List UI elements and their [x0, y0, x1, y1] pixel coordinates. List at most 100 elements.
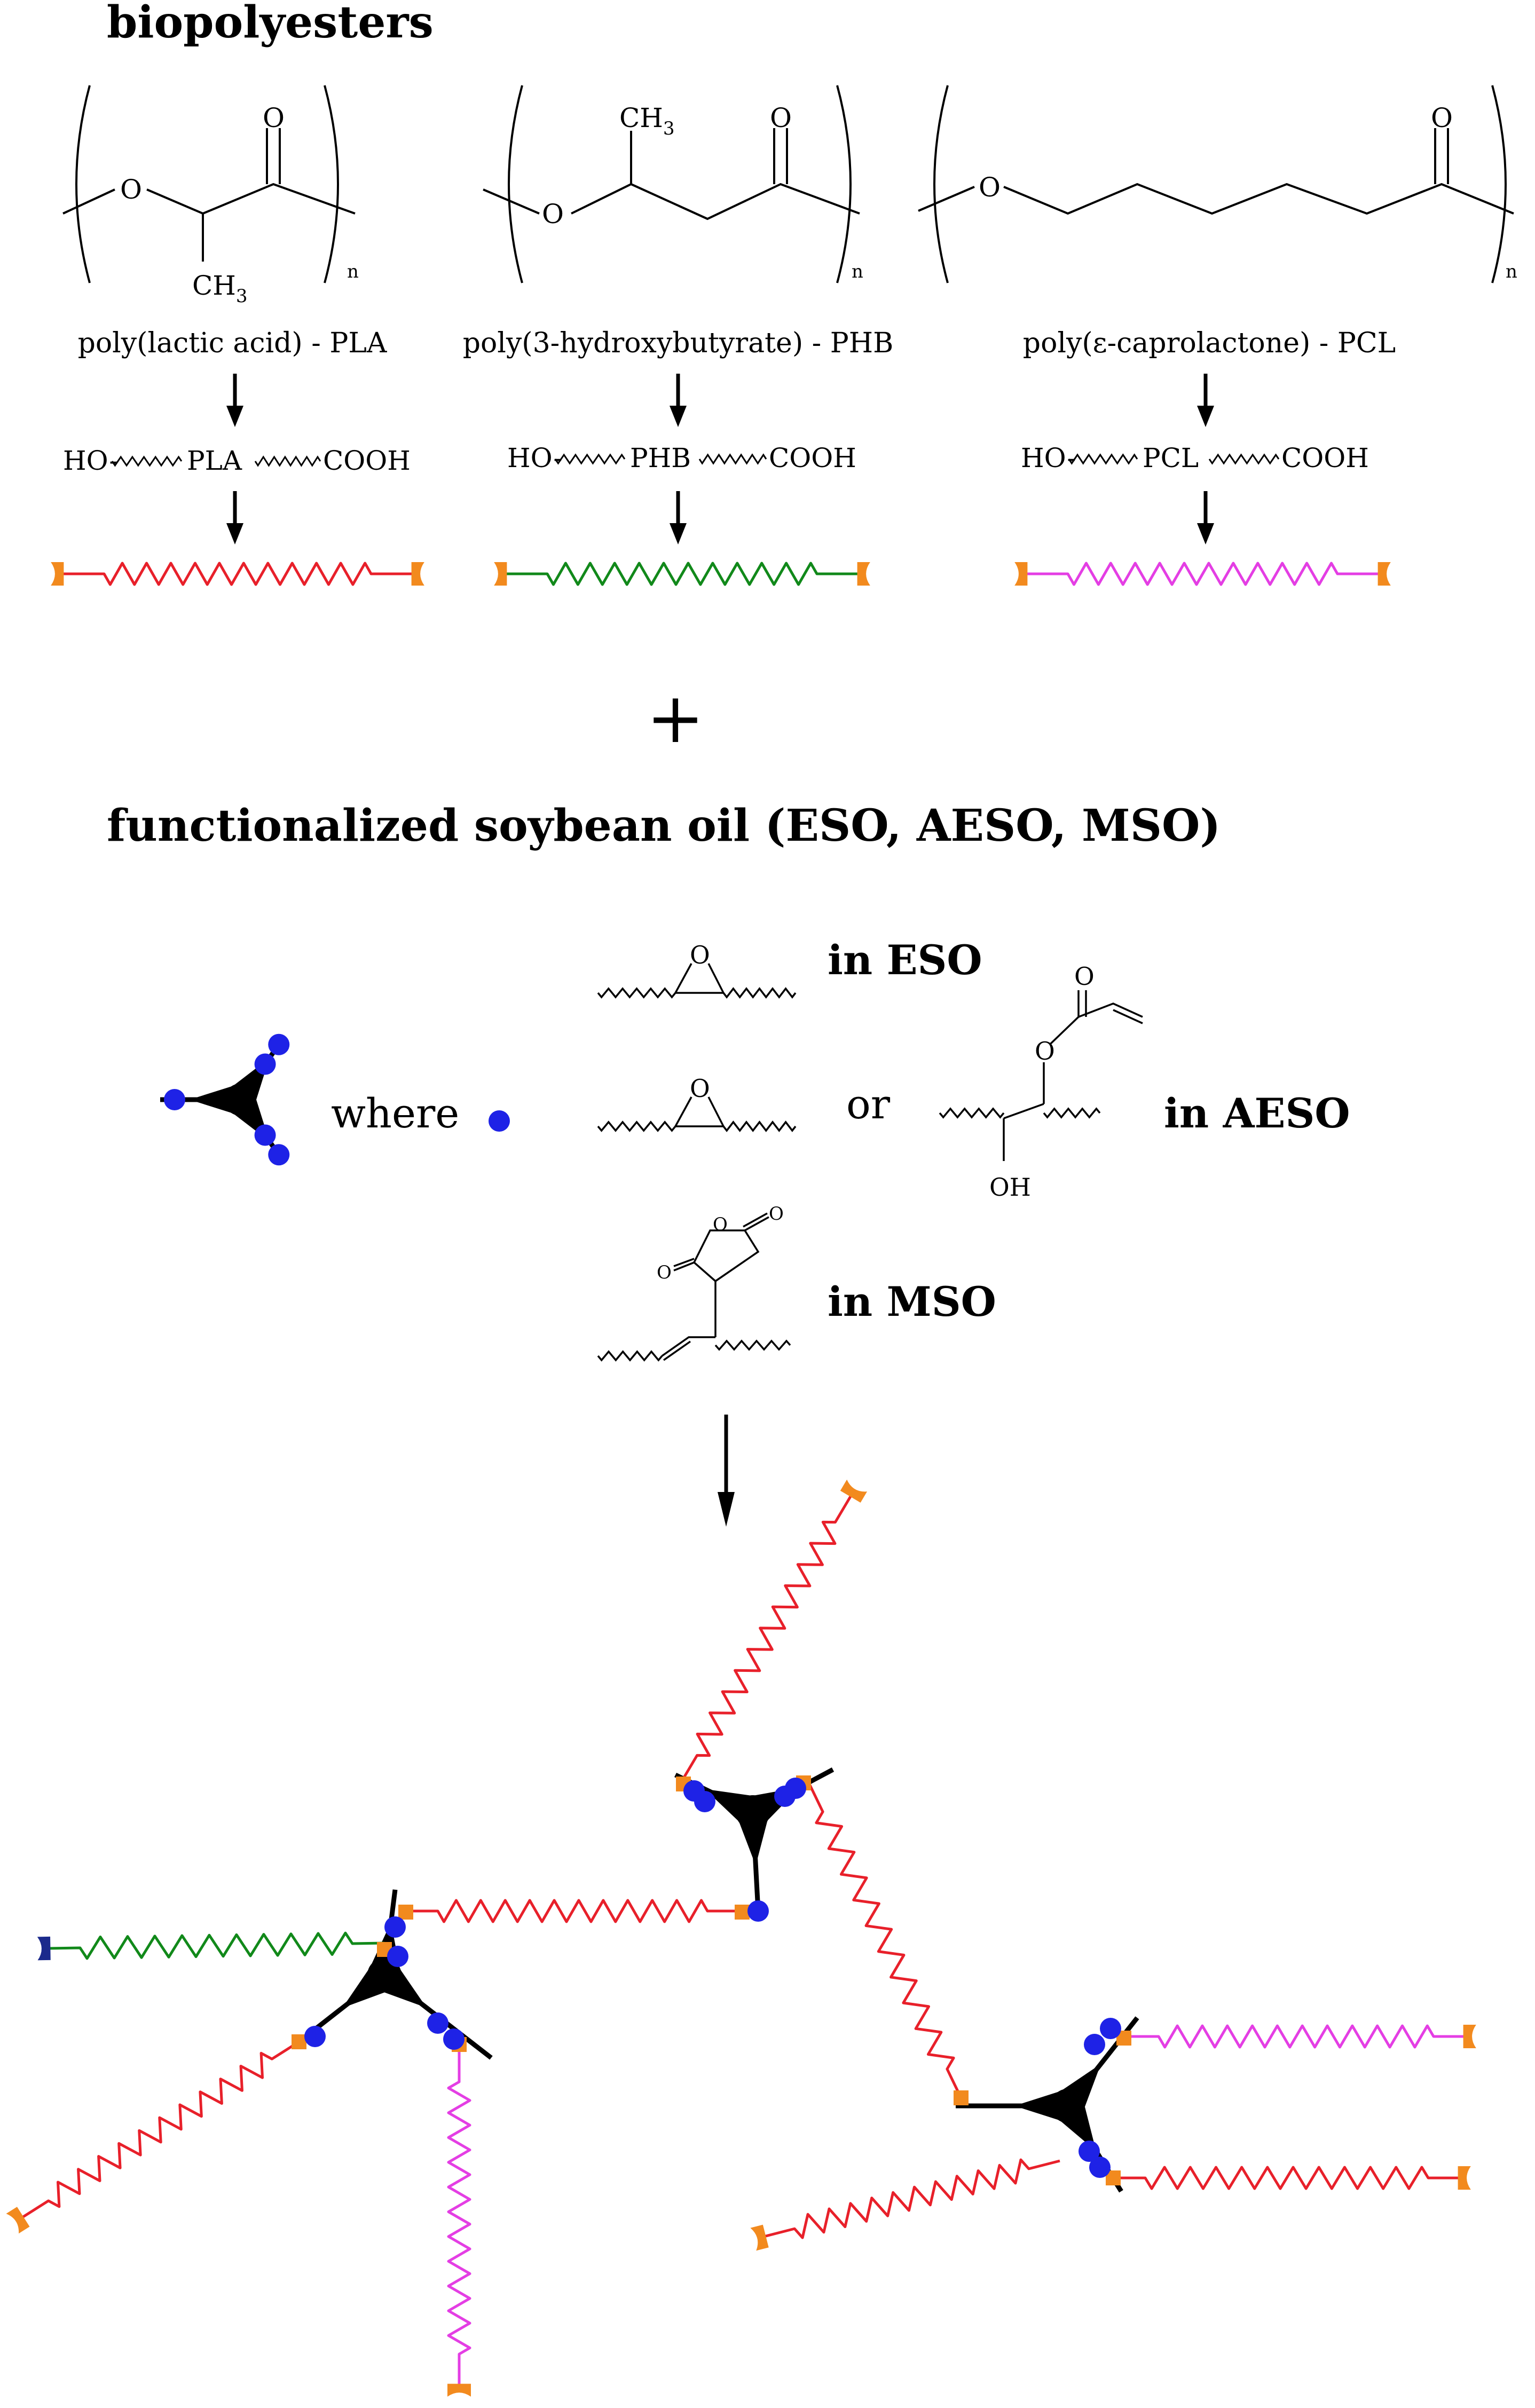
blue-dot-icon [747, 1900, 769, 1922]
pla-name: poly(lactic acid) - PLA [78, 327, 388, 359]
phb-spring-chain [48, 1931, 385, 1960]
blue-dot-icon [387, 1946, 408, 1967]
blue-dot-icon [1084, 2034, 1105, 2055]
pla-right-bracket [324, 85, 339, 283]
ester-link-icon [954, 2090, 969, 2105]
phb-repeat-n: n [852, 261, 863, 282]
pla-structure [62, 85, 356, 283]
pcl-repeat-n: n [1506, 261, 1517, 282]
end-cap-icon [6, 2207, 30, 2234]
pla-backbone [62, 188, 115, 215]
phb-spring-chain [494, 562, 870, 586]
blue-dot-icon [384, 1916, 406, 1938]
heading-biopolyesters: biopolyesters [107, 0, 434, 48]
phb-chain-formula: HO- PHB COOH [507, 443, 856, 473]
end-cap-icon [51, 562, 64, 586]
ester-link-icon [735, 1905, 750, 1920]
end-cap-icon [411, 562, 424, 586]
end-cap-icon [857, 562, 870, 586]
pla-spring-chain [763, 2158, 1060, 2239]
triglyceride-core [297, 1889, 493, 2060]
svg-text:HO-: HO- [63, 445, 118, 476]
aeso-structure [939, 990, 1143, 1161]
eso-epoxide-structure [597, 963, 797, 999]
pcl-structure [918, 85, 1514, 283]
pcl-name: poly(ε-caprolactone) - PCL [1023, 327, 1396, 359]
end-cap-icon [494, 562, 507, 586]
phb-methyl: CH3 [619, 102, 675, 139]
end-cap-icon [37, 1936, 51, 1961]
blue-dot-icon [254, 1124, 276, 1146]
or-label: or [846, 1080, 891, 1128]
end-cap-icon [1377, 562, 1391, 586]
blue-dot-icon [774, 1786, 796, 1807]
where-label: where [331, 1089, 459, 1137]
pcl-chain-formula: HO- PCL COOH [1021, 443, 1369, 473]
pla-methyl: CH3 [192, 270, 248, 307]
aeso-carbonyl-oxygen: O [1074, 962, 1095, 991]
triglyceride-core [160, 1033, 290, 1166]
pla-spring-chain [20, 2040, 300, 2220]
aeso-ester-oxygen: O [1035, 1037, 1055, 1065]
ester-link-icon [292, 2034, 306, 2049]
blue-dot-icon [268, 1144, 290, 1166]
pla-spring-chain [406, 1899, 739, 1923]
triglyceride-core [956, 2016, 1139, 2193]
pla-oxygen: O [120, 174, 142, 205]
heading-functionalized-soybean-oil: functionalized soybean oil (ESO, AESO, M… [107, 800, 1221, 851]
blue-dot-icon [164, 1089, 185, 1110]
ester-link-icon [398, 1905, 413, 1920]
phb-right-bracket [836, 85, 852, 283]
pla-left-bracket [75, 85, 91, 283]
down-arrow-icon [718, 1415, 735, 1527]
blue-dot-icon [694, 1791, 715, 1812]
pla-carbonyl-oxygen: O [263, 102, 285, 133]
in-eso-label: in ESO [828, 936, 982, 984]
pcl-right-bracket [1491, 85, 1507, 283]
end-cap-icon [447, 2383, 471, 2397]
svg-text:PLA: PLA [187, 445, 242, 476]
aeso-hydroxyl: OH [989, 1173, 1031, 1202]
end-cap-icon [1463, 2025, 1476, 2048]
phb-structure [483, 85, 860, 283]
phb-name: poly(3-hydroxybutyrate) - PHB [463, 327, 894, 359]
down-arrow-icon [226, 491, 243, 544]
epoxide-structure [597, 1096, 797, 1132]
down-arrow-icon [226, 374, 243, 427]
svg-text:COOH: COOH [769, 443, 856, 473]
pcl-spring-chain [1127, 2024, 1466, 2049]
down-arrow-icon [670, 374, 687, 427]
pcl-oxygen: O [979, 172, 1001, 203]
svg-text:HO-: HO- [1021, 443, 1076, 473]
plus-sign: + [647, 677, 705, 759]
blue-dot-icon [268, 1033, 290, 1055]
end-cap-icon [750, 2224, 769, 2251]
down-arrow-icon [1197, 374, 1214, 427]
blue-dot-icon [304, 2026, 326, 2047]
mso-carbonyl-oxygen-left: O [657, 1262, 672, 1283]
svg-text:HO-: HO- [507, 443, 562, 473]
svg-text:COOH: COOH [1281, 443, 1369, 473]
blue-dot-icon [489, 1110, 510, 1132]
phb-carbonyl-oxygen: O [770, 102, 792, 133]
svg-text:PHB: PHB [630, 443, 691, 473]
blue-dot-icon [443, 2028, 465, 2050]
mso-ring-oxygen: O [713, 1214, 728, 1235]
pla-chain-formula: HO- PLA COOH [63, 445, 411, 476]
blue-dot-icon [254, 1053, 276, 1075]
pla-repeat-n: n [347, 261, 359, 282]
end-cap-icon [840, 1479, 868, 1503]
svg-text:PCL: PCL [1143, 443, 1199, 473]
blue-dot-icon [427, 2012, 448, 2034]
pcl-left-bracket [933, 85, 949, 283]
blue-dot-icon [1100, 2018, 1121, 2039]
phb-left-bracket [508, 85, 523, 283]
phb-oxygen: O [542, 199, 564, 230]
pcl-spring-chain [447, 2050, 471, 2386]
pla-spring-chain [807, 1782, 963, 2099]
mso-carbonyl-oxygen-right: O [769, 1203, 784, 1225]
end-cap-icon [1458, 2166, 1471, 2190]
down-arrow-icon [670, 491, 687, 544]
pla-spring-chain [679, 1494, 853, 1784]
eso-oxygen: O [690, 941, 710, 969]
